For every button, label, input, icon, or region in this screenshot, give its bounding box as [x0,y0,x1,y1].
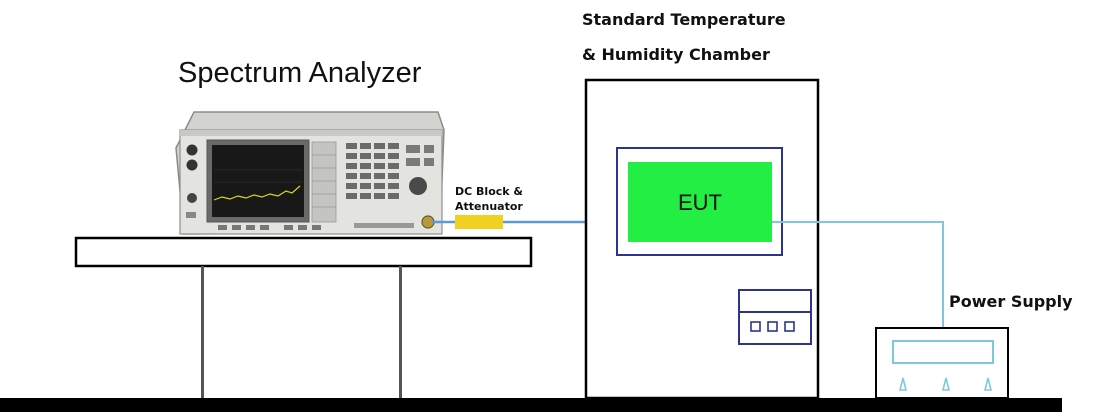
table-leg-right [399,266,402,398]
eut-box [628,162,772,242]
spectrum-analyzer-label: Spectrum Analyzer [178,57,422,89]
table-leg-left [201,266,204,398]
power-cable [772,221,944,330]
attenuator-block [455,215,503,229]
eut-label: EUT [678,190,722,215]
spectrum-analyzer-icon [175,111,445,235]
power-supply-label: Power Supply [949,292,1073,311]
table [74,236,533,398]
power-supply-icon [875,327,1009,399]
floor [0,398,1062,412]
chamber-label-line2: & Humidity Chamber [582,45,770,64]
dc-block-label-line2: Attenuator [455,200,523,213]
control-panel-icon [738,289,812,345]
dc-block-label-line1: DC Block & [455,185,523,198]
chamber-label-line1: Standard Temperature [582,10,786,29]
table-top [74,236,533,268]
